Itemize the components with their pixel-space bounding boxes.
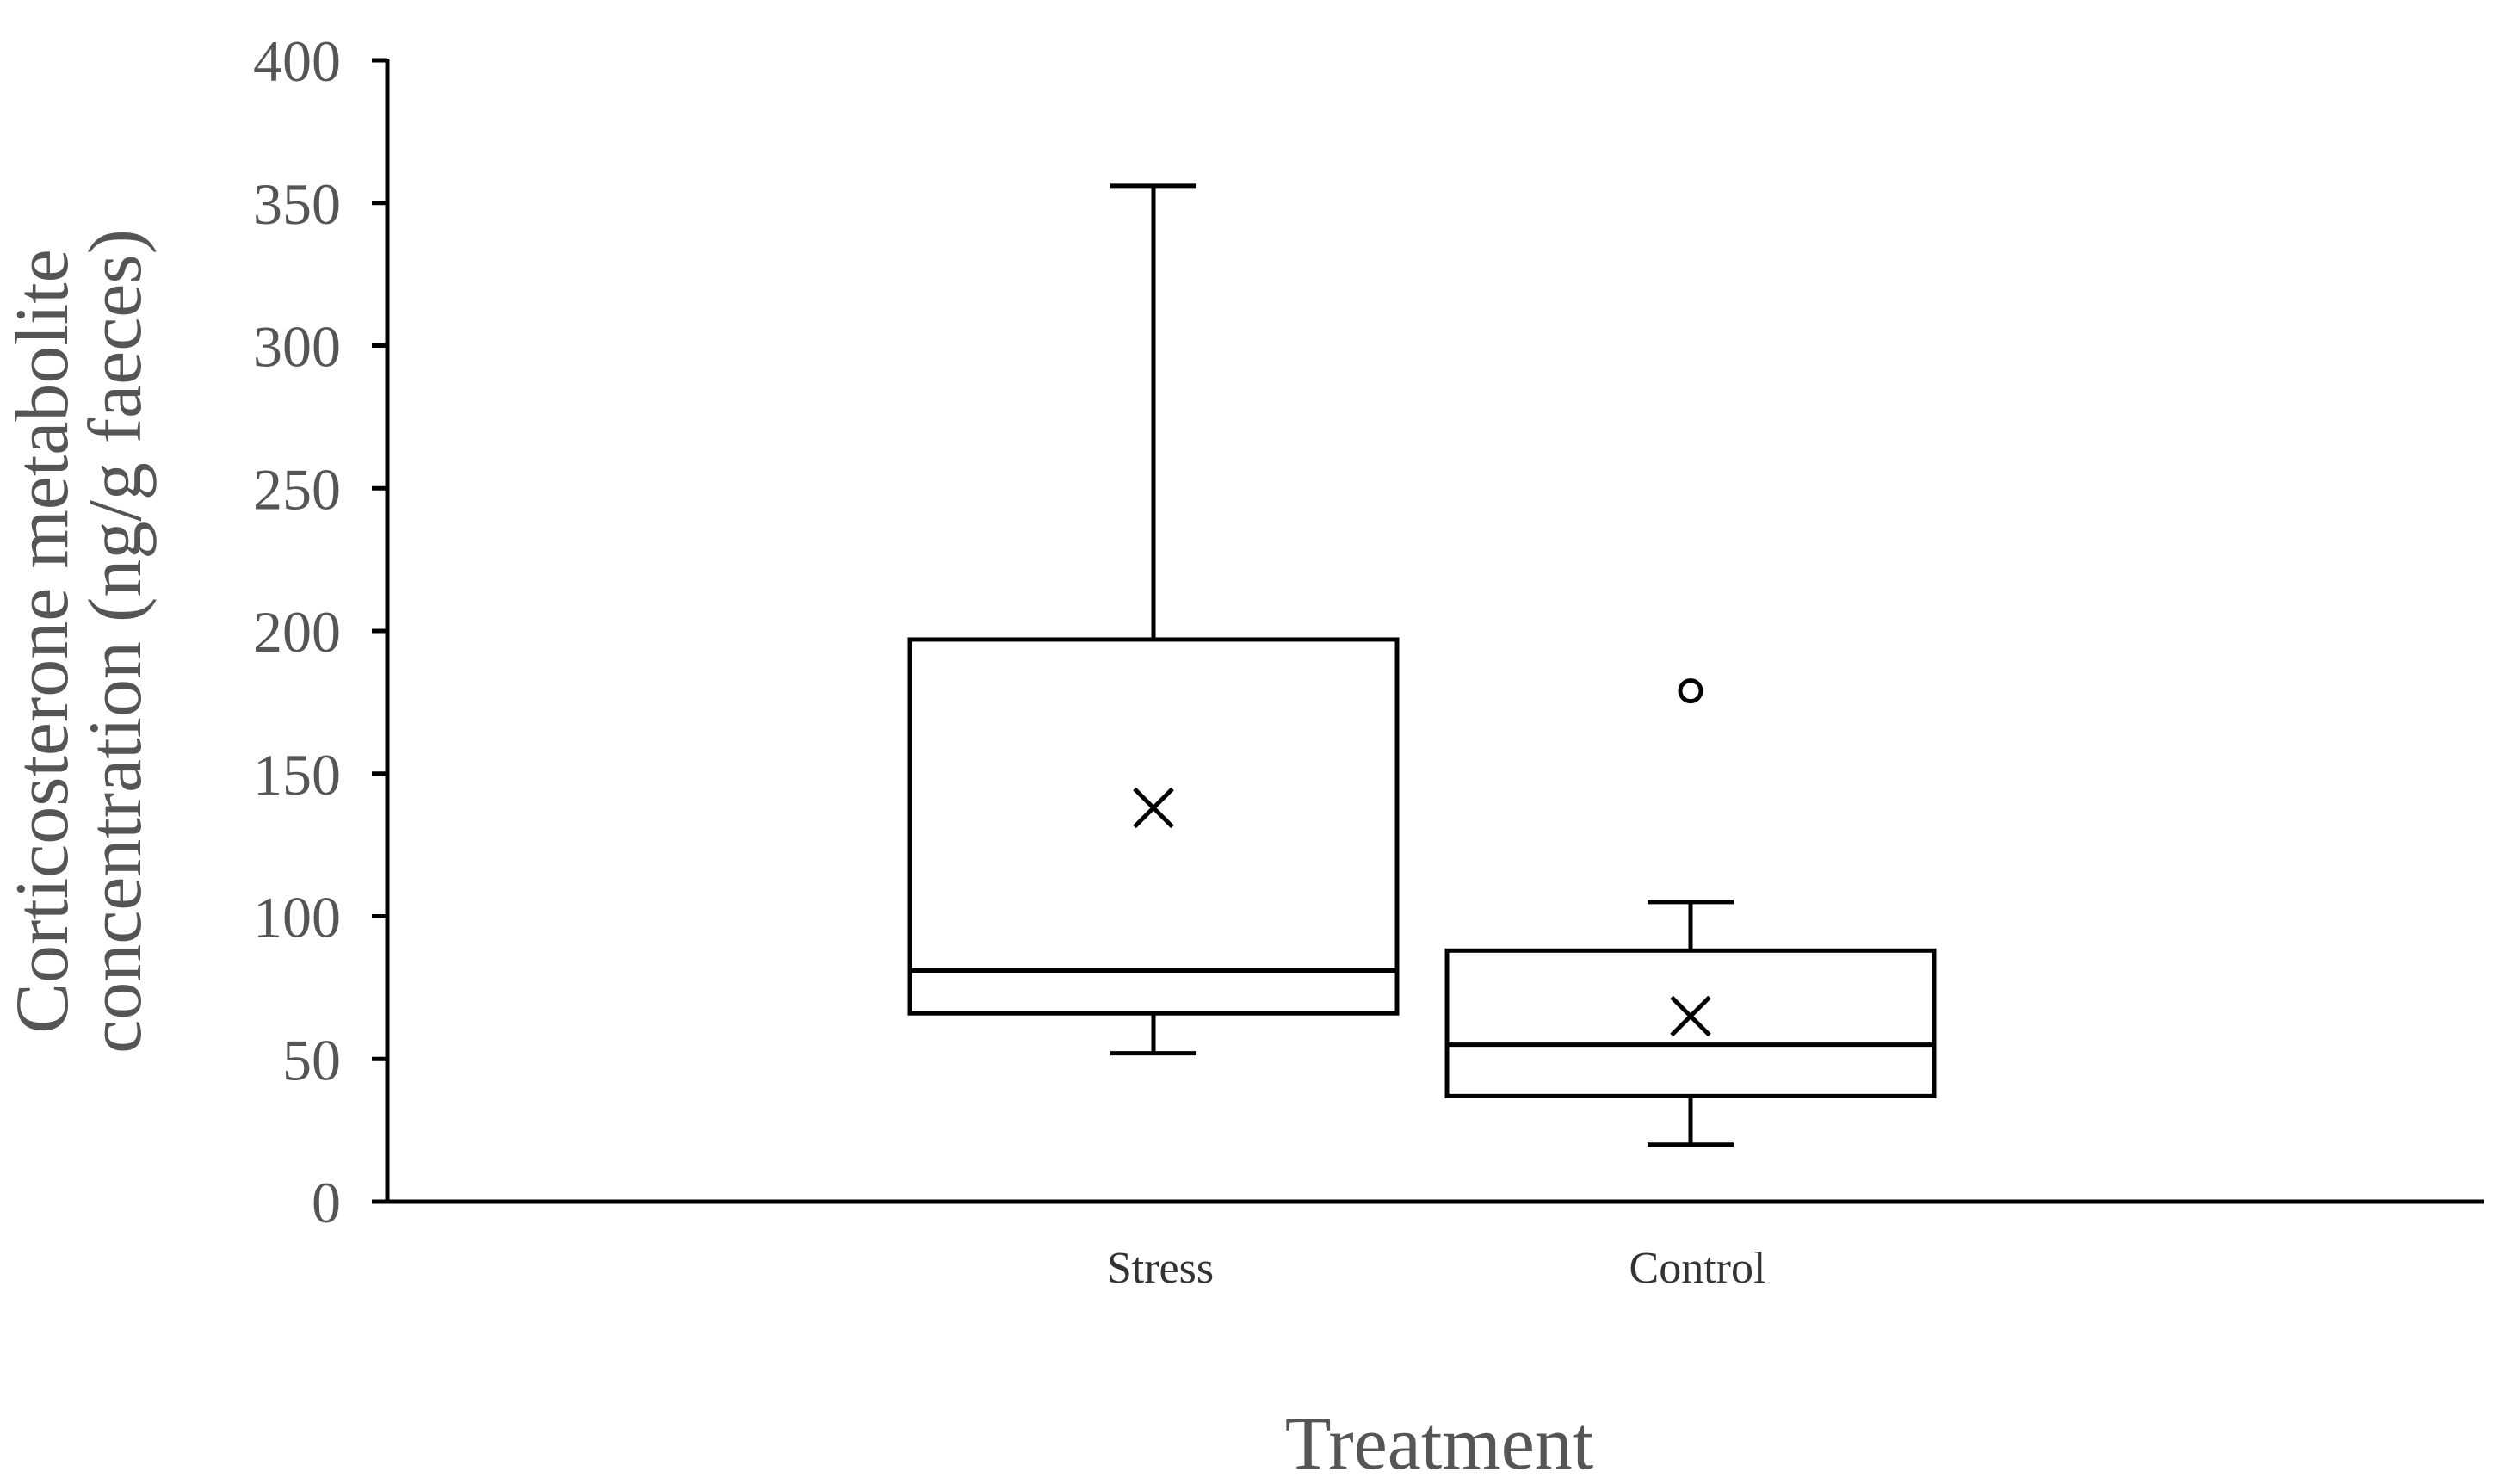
box-iqr-stress xyxy=(907,637,1400,1016)
outlier-point-control-0 xyxy=(1678,678,1703,704)
y-axis-title-group: Corticosterone metabolite concentration … xyxy=(1,229,158,1054)
y-tick-label-50: 50 xyxy=(282,1027,341,1092)
y-tick-label-300: 300 xyxy=(253,314,341,380)
box-group-stress xyxy=(907,183,1400,1056)
mean-marker-stroke-b-stress xyxy=(1133,787,1174,829)
y-tick-label-400: 400 xyxy=(253,28,341,94)
mean-marker-stress xyxy=(1133,787,1174,829)
y-tick-label-250: 250 xyxy=(253,456,341,522)
box-group-control xyxy=(1444,678,1937,1147)
box-iqr-control xyxy=(1444,948,1937,1098)
x-tick-label-stress: Stress xyxy=(1107,1244,1214,1293)
y-tick-label-100: 100 xyxy=(253,885,341,950)
y-axis-title-line-1: Corticosterone metabolite xyxy=(1,249,84,1034)
x-tick-label-control: Control xyxy=(1629,1244,1766,1293)
y-tick-label-150: 150 xyxy=(253,742,341,807)
mean-marker-control xyxy=(1670,995,1711,1037)
mean-marker-stroke-b-control xyxy=(1670,995,1711,1037)
x-axis-title: Treatment xyxy=(1285,1402,1594,1484)
y-tick-label-350: 350 xyxy=(253,171,341,237)
y-tick-label-200: 200 xyxy=(253,599,341,665)
y-axis-title-line-2: concentration (ng/g faeces) xyxy=(74,229,158,1054)
y-tick-label-0: 0 xyxy=(312,1170,341,1235)
